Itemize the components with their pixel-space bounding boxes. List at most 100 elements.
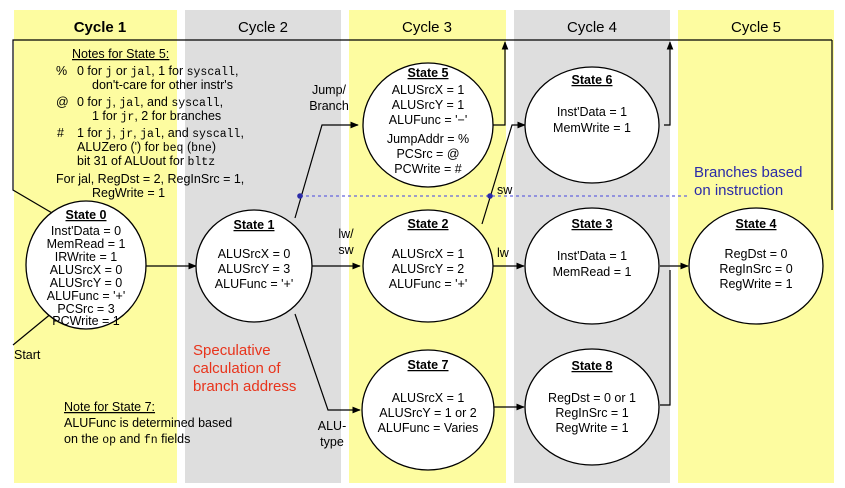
notes-5-line: 1 for jr, 2 for branches [92, 109, 221, 124]
state-3: State 3 Inst'Data = 1 MemRead = 1 [553, 217, 632, 279]
note-state-7: Note for State 7: ALUFunc is determined … [64, 400, 232, 447]
state-0-circle [25, 200, 147, 330]
branches-annotation: on instruction [694, 182, 783, 199]
cycle-4-header: Cycle 4 [567, 19, 617, 36]
notes-5-symbol: @ [56, 95, 69, 109]
s8-exit-line [660, 270, 671, 406]
notes-5-line: For jal, RegDst = 2, RegInSrc = 1, [56, 172, 244, 186]
state-4-line: RegDst = 0 [725, 247, 788, 261]
state-4-line: RegWrite = 1 [719, 277, 792, 291]
notes-5-line: 0 for j, jal, and syscall, [77, 95, 223, 110]
state-0-line: ALUSrcX = 0 [50, 263, 123, 277]
return-loop-line [12, 39, 832, 221]
state-6-line: MemWrite = 1 [553, 121, 631, 135]
dashed-dot-right [487, 193, 493, 199]
lw-sw-label: sw [338, 243, 354, 257]
state-4-title: State 4 [736, 217, 777, 231]
note-7-line: on the op and fn fields [64, 432, 190, 447]
state-8-line: RegDst = 0 or 1 [548, 391, 636, 405]
state-2-title: State 2 [408, 217, 449, 231]
state-5-line: PCWrite = # [394, 162, 462, 176]
speculative-annotation: Speculative [193, 342, 271, 359]
state-6-line: Inst'Data = 1 [557, 105, 627, 119]
state-4-line: RegInSrc = 0 [719, 262, 792, 276]
state-8-line: RegWrite = 1 [555, 421, 628, 435]
state-8-title: State 8 [572, 359, 613, 373]
state-7-circle [361, 349, 495, 471]
state-2-line: ALUSrcX = 1 [392, 247, 465, 261]
s1-to-s5-arrow [294, 121, 359, 219]
state-1-line: ALUFunc = '+' [215, 277, 293, 291]
jump-branch-label: Jump/ [312, 83, 347, 97]
dashed-dot-left [297, 193, 303, 199]
notes-state-5: Notes for State 5: % 0 for j or jal, 1 f… [56, 47, 244, 200]
state-2: State 2 ALUSrcX = 1 ALUSrcY = 2 ALUFunc … [389, 217, 467, 291]
cycle-3-header: Cycle 3 [402, 19, 452, 36]
lw-label: lw [497, 246, 510, 260]
state-5-line: ALUFunc = '−' [389, 113, 467, 127]
speculative-annotation: branch address [193, 378, 296, 395]
notes-5-line: 1 for j, jr, jal, and syscall, [77, 126, 244, 141]
state-5-title: State 5 [408, 66, 449, 80]
state-0-title: State 0 [66, 208, 107, 222]
state-6-title: State 6 [572, 73, 613, 87]
state-1-line: ALUSrcX = 0 [218, 247, 291, 261]
notes-5-symbol: # [57, 126, 64, 140]
s6-exit-line [664, 41, 674, 126]
state-0-line: IRWrite = 1 [55, 250, 117, 264]
alu-type-label: type [320, 435, 344, 449]
state-2-circle [362, 209, 494, 323]
start-label: Start [14, 348, 41, 362]
alu-type-label: ALU- [318, 419, 346, 433]
note-7-line: ALUFunc is determined based [64, 416, 232, 430]
notes-5-line: RegWrite = 1 [92, 186, 165, 200]
notes-5-line: 0 for j or jal, 1 for syscall, [77, 64, 238, 79]
branches-annotation: Branches based [694, 164, 802, 181]
notes-5-symbol: % [56, 64, 67, 78]
state-5-circle [362, 62, 494, 188]
note-7-title: Note for State 7: [64, 400, 155, 414]
state-0-line: ALUSrcY = 0 [50, 276, 122, 290]
speculative-annotation: calculation of [193, 360, 281, 377]
s1-to-s7-arrow [294, 313, 361, 414]
state-7: State 7 ALUSrcX = 1 ALUSrcY = 1 or 2 ALU… [378, 358, 479, 435]
state-4: State 4 RegDst = 0 RegInSrc = 0 RegWrite… [719, 217, 792, 291]
state-7-line: ALUSrcY = 1 or 2 [379, 406, 476, 420]
state-8-line: RegInSrc = 1 [555, 406, 628, 420]
state-3-line: MemRead = 1 [553, 265, 632, 279]
state-7-line: ALUSrcX = 1 [392, 391, 465, 405]
state-5-line: JumpAddr = % [387, 132, 469, 146]
state-5-line: PCSrc = @ [396, 147, 459, 161]
cycle-1-header: Cycle 1 [74, 19, 127, 36]
state-7-title: State 7 [408, 358, 449, 372]
s2-to-s6-arrow [481, 121, 526, 225]
state-1: State 1 ALUSrcX = 0 ALUSrcY = 3 ALUFunc … [215, 218, 293, 291]
state-5-line: ALUSrcX = 1 [392, 83, 465, 97]
state-0-line: Inst'Data = 0 [51, 224, 121, 238]
jump-branch-label: Branch [309, 99, 349, 113]
state-5-line: ALUSrcY = 1 [392, 98, 464, 112]
lw-sw-label: lw/ [338, 227, 354, 241]
notes-5-line: ALUZero (') for beq (bne) [77, 140, 216, 155]
state-0-line: PCSrc = 3 [57, 302, 114, 316]
state-1-title: State 1 [234, 218, 275, 232]
state-6-circle [524, 66, 660, 184]
notes-5-title: Notes for State 5: [72, 47, 169, 61]
sw-label: sw [497, 183, 513, 197]
state-3-circle [524, 207, 660, 325]
notes-5-line: don't-care for other instr's [92, 78, 233, 92]
state-3-line: Inst'Data = 1 [557, 249, 627, 263]
state-6: State 6 Inst'Data = 1 MemWrite = 1 [553, 73, 631, 135]
cycle-2-header: Cycle 2 [238, 19, 288, 36]
state-4-circle [688, 207, 824, 325]
state-0-line: ALUFunc = '+' [47, 289, 125, 303]
state-8: State 8 RegDst = 0 or 1 RegInSrc = 1 Reg… [548, 359, 636, 435]
state-8-circle [524, 348, 660, 466]
state-0-line: MemRead = 1 [47, 237, 126, 251]
cycle-5-header: Cycle 5 [731, 19, 781, 36]
state-0: State 0 Inst'Data = 0 MemRead = 1 IRWrit… [47, 208, 126, 328]
state-7-line: ALUFunc = Varies [378, 421, 479, 435]
state-1-circle [195, 209, 313, 323]
state-2-line: ALUSrcY = 2 [392, 262, 464, 276]
